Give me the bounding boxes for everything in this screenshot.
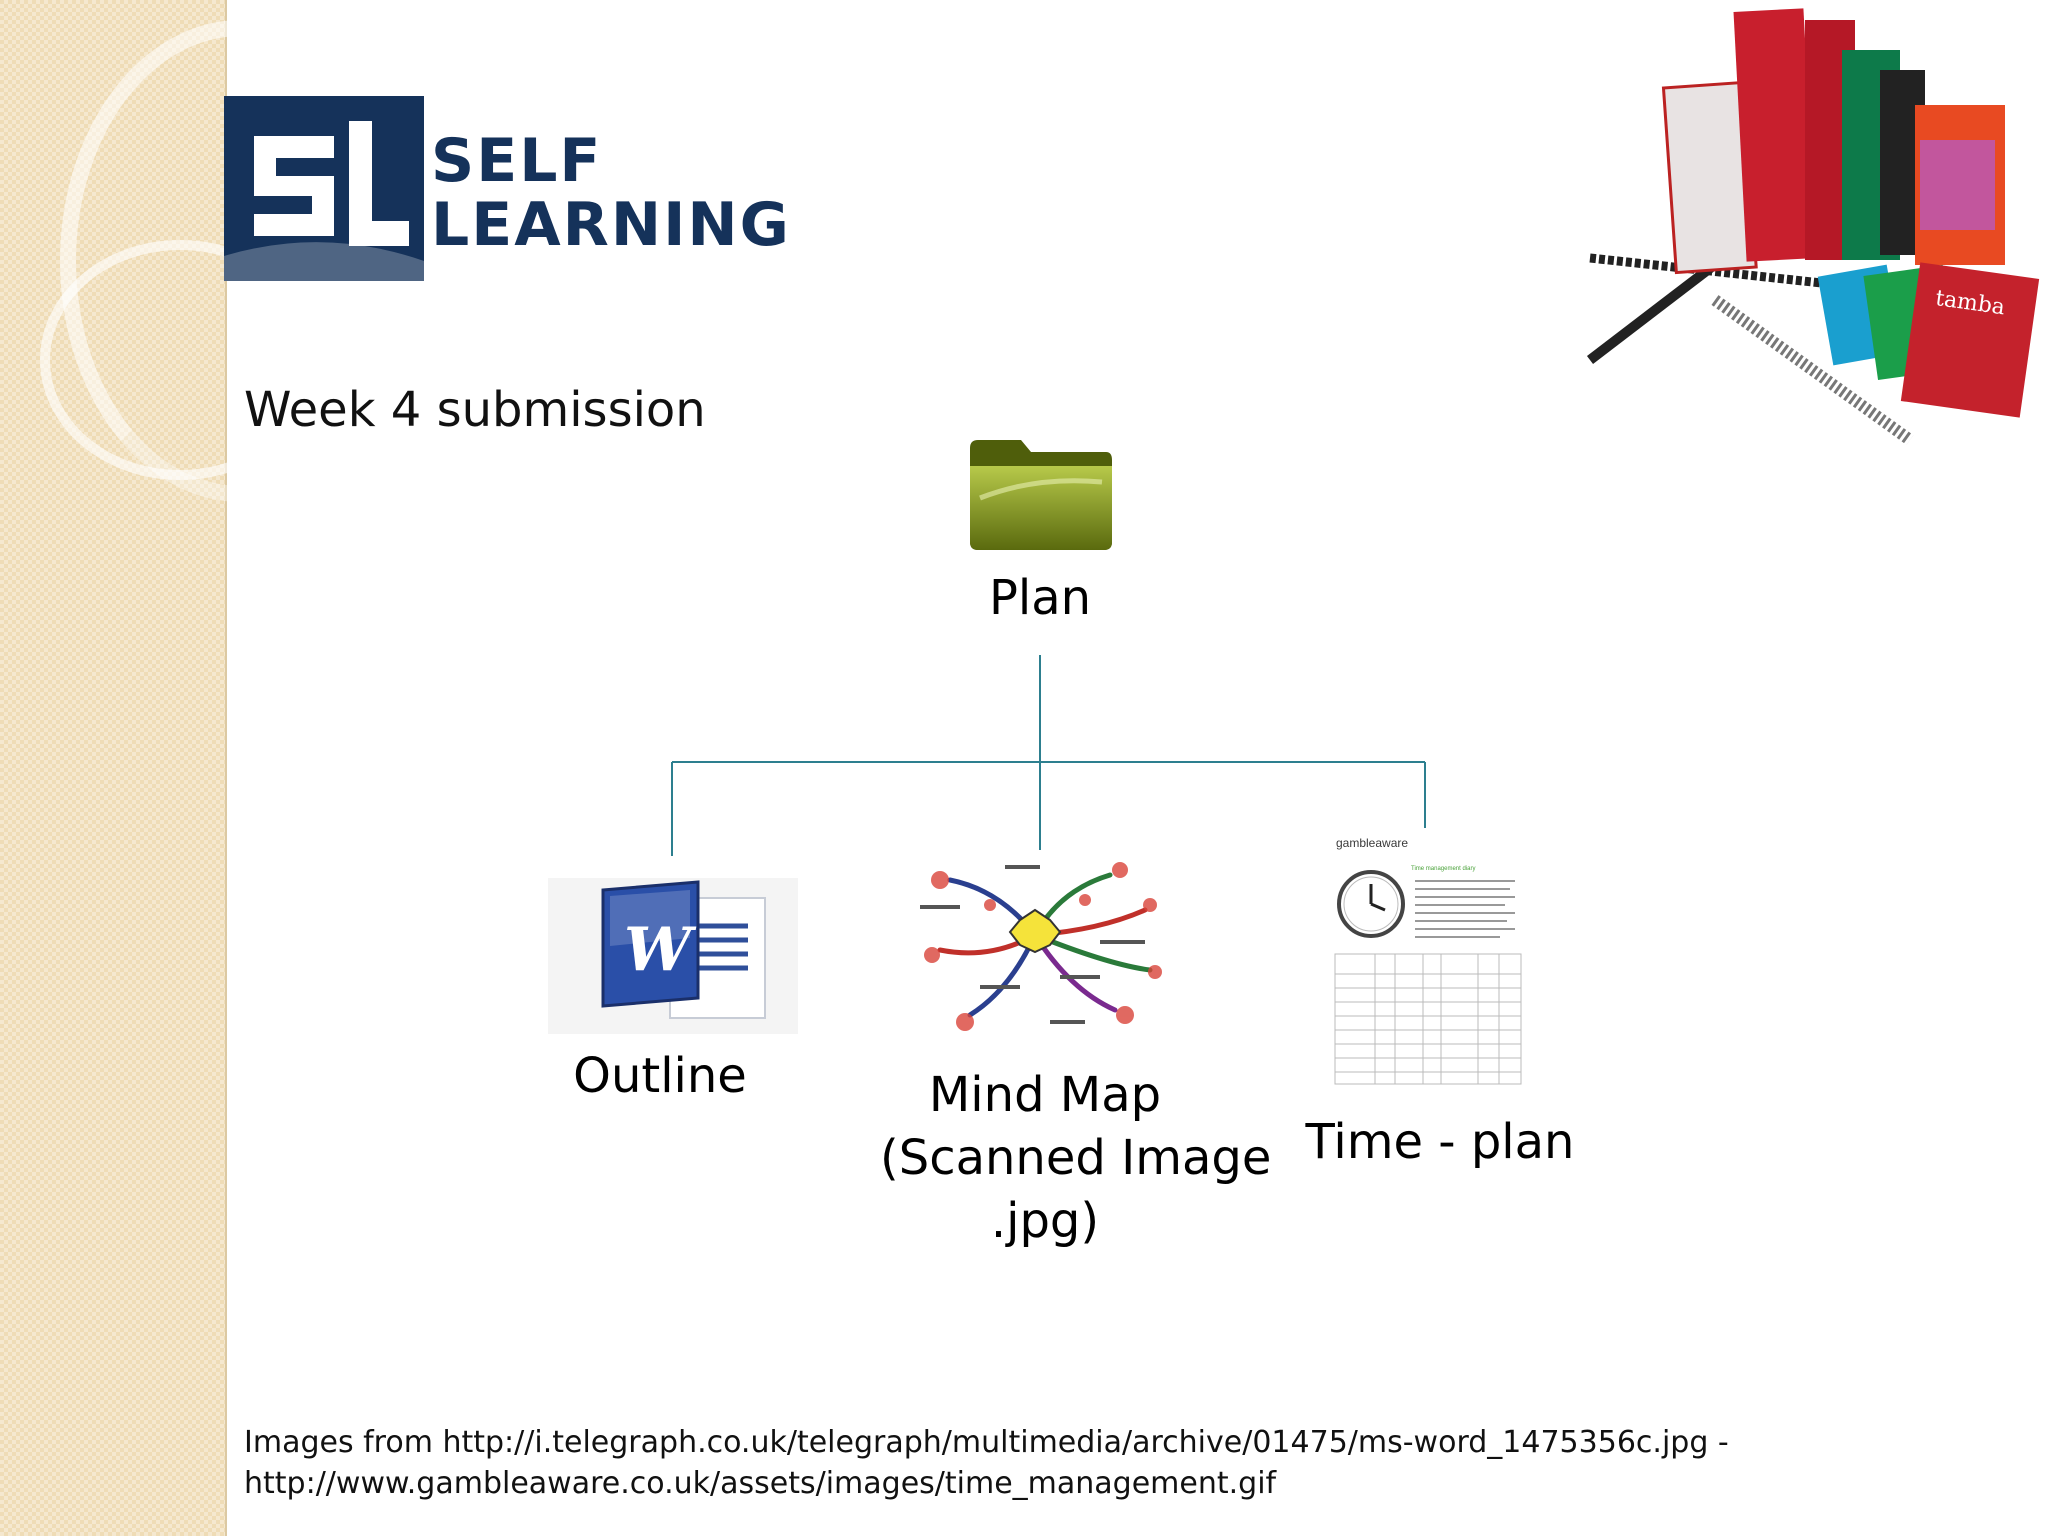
logo-text-self: Self — [431, 126, 603, 196]
decorative-ring — [40, 240, 320, 480]
mind-map-image — [910, 850, 1165, 1035]
books-illustration: tamba — [1586, 8, 2040, 445]
folder-icon — [970, 440, 1112, 550]
svg-text:W: W — [624, 915, 697, 985]
mind-map-node-label: Mind Map (Scanned Image .jpg) — [880, 1064, 1272, 1253]
ms-word-icon: W — [548, 878, 798, 1034]
page-title: Week 4 submission — [244, 382, 706, 438]
credits-line-2: http://www.gambleaware.co.uk/assets/imag… — [244, 1466, 1277, 1501]
image-credits: Images from http://i.telegraph.co.uk/tel… — [244, 1422, 1729, 1504]
logo-text-learning: Learning — [431, 190, 791, 260]
outline-node-label: Outline — [573, 1048, 747, 1104]
time-management-diary-image: gambleaware Time management diary — [1333, 836, 1528, 1094]
thumb-heading: Time management diary — [1411, 866, 1476, 872]
sl-logo-mark — [224, 96, 424, 281]
mind-map-label-line: Mind Map — [928, 1067, 1162, 1123]
credits-line-1: Images from http://i.telegraph.co.uk/tel… — [244, 1425, 1729, 1460]
thumb-brand: gambleaware — [1336, 836, 1409, 850]
root-node-label: Plan — [988, 570, 1092, 626]
mind-map-label-line: (Scanned Image — [880, 1130, 1272, 1186]
mind-map-label-line: .jpg) — [990, 1193, 1100, 1249]
time-plan-node-label: Time - plan — [1305, 1114, 1575, 1170]
self-learning-logo: Self Learning — [224, 96, 794, 286]
diary-sheet — [1334, 870, 1522, 1085]
